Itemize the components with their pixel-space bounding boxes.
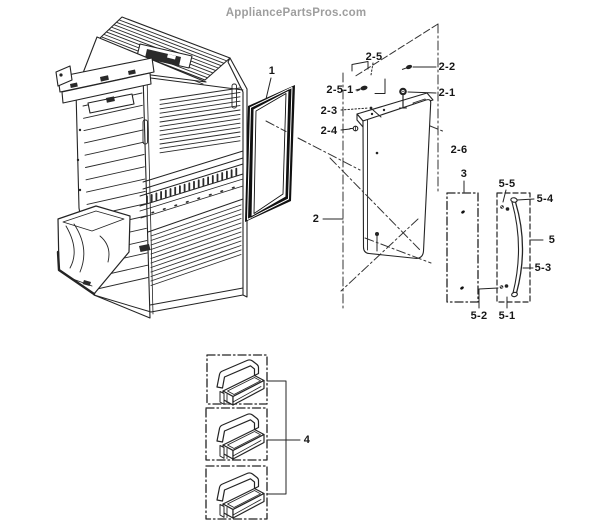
screw-2-4-icon [349,125,359,132]
door-gasket-drawing [245,85,295,222]
part-label-2-1: 2-1 [438,87,456,99]
door-bin-boxes [205,354,268,520]
part-label-2: 2 [312,213,320,225]
assembly-axis-lines-over-door [329,157,432,292]
part-label-2-5-1: 2-5-1 [326,84,354,96]
part-label-3: 3 [460,168,468,180]
part-label-5-1: 5-1 [498,310,516,322]
part-label-4: 4 [303,434,311,446]
callout-leader-lines [265,62,544,495]
door-bin-drawing-1 [216,359,265,406]
door-panel-drawing [356,92,434,260]
door-bin-drawing-2 [216,413,265,460]
part-label-5-3: 5-3 [534,262,552,274]
brand-watermark: AppliancePartsPros.com [225,7,367,19]
part-label-1: 1 [268,65,276,77]
clip-2-5-bracket-icon [351,61,386,94]
part-label-2-2: 2-2 [438,61,456,73]
hinge-plate-outline [446,192,479,303]
door-handle-drawing [496,192,531,303]
door-bin-drawing-3 [216,472,265,519]
clip-2-5-1-icon [356,85,368,92]
part-label-2-3: 2-3 [320,105,338,117]
part-label-2-4: 2-4 [320,125,338,137]
part-label-2-6: 2-6 [450,144,468,156]
handle-screws-icon [499,205,510,289]
part-label-5: 5 [548,234,556,246]
part-label-5-2: 5-2 [470,310,488,322]
screw-2-2-icon [401,64,413,70]
part-label-2-5: 2-5 [365,51,383,63]
bolt-2-1-icon [399,87,407,109]
refrigerator-cabinet-drawing [55,16,248,319]
part-label-5-5: 5-5 [498,178,516,190]
part-label-5-4: 5-4 [536,193,554,205]
